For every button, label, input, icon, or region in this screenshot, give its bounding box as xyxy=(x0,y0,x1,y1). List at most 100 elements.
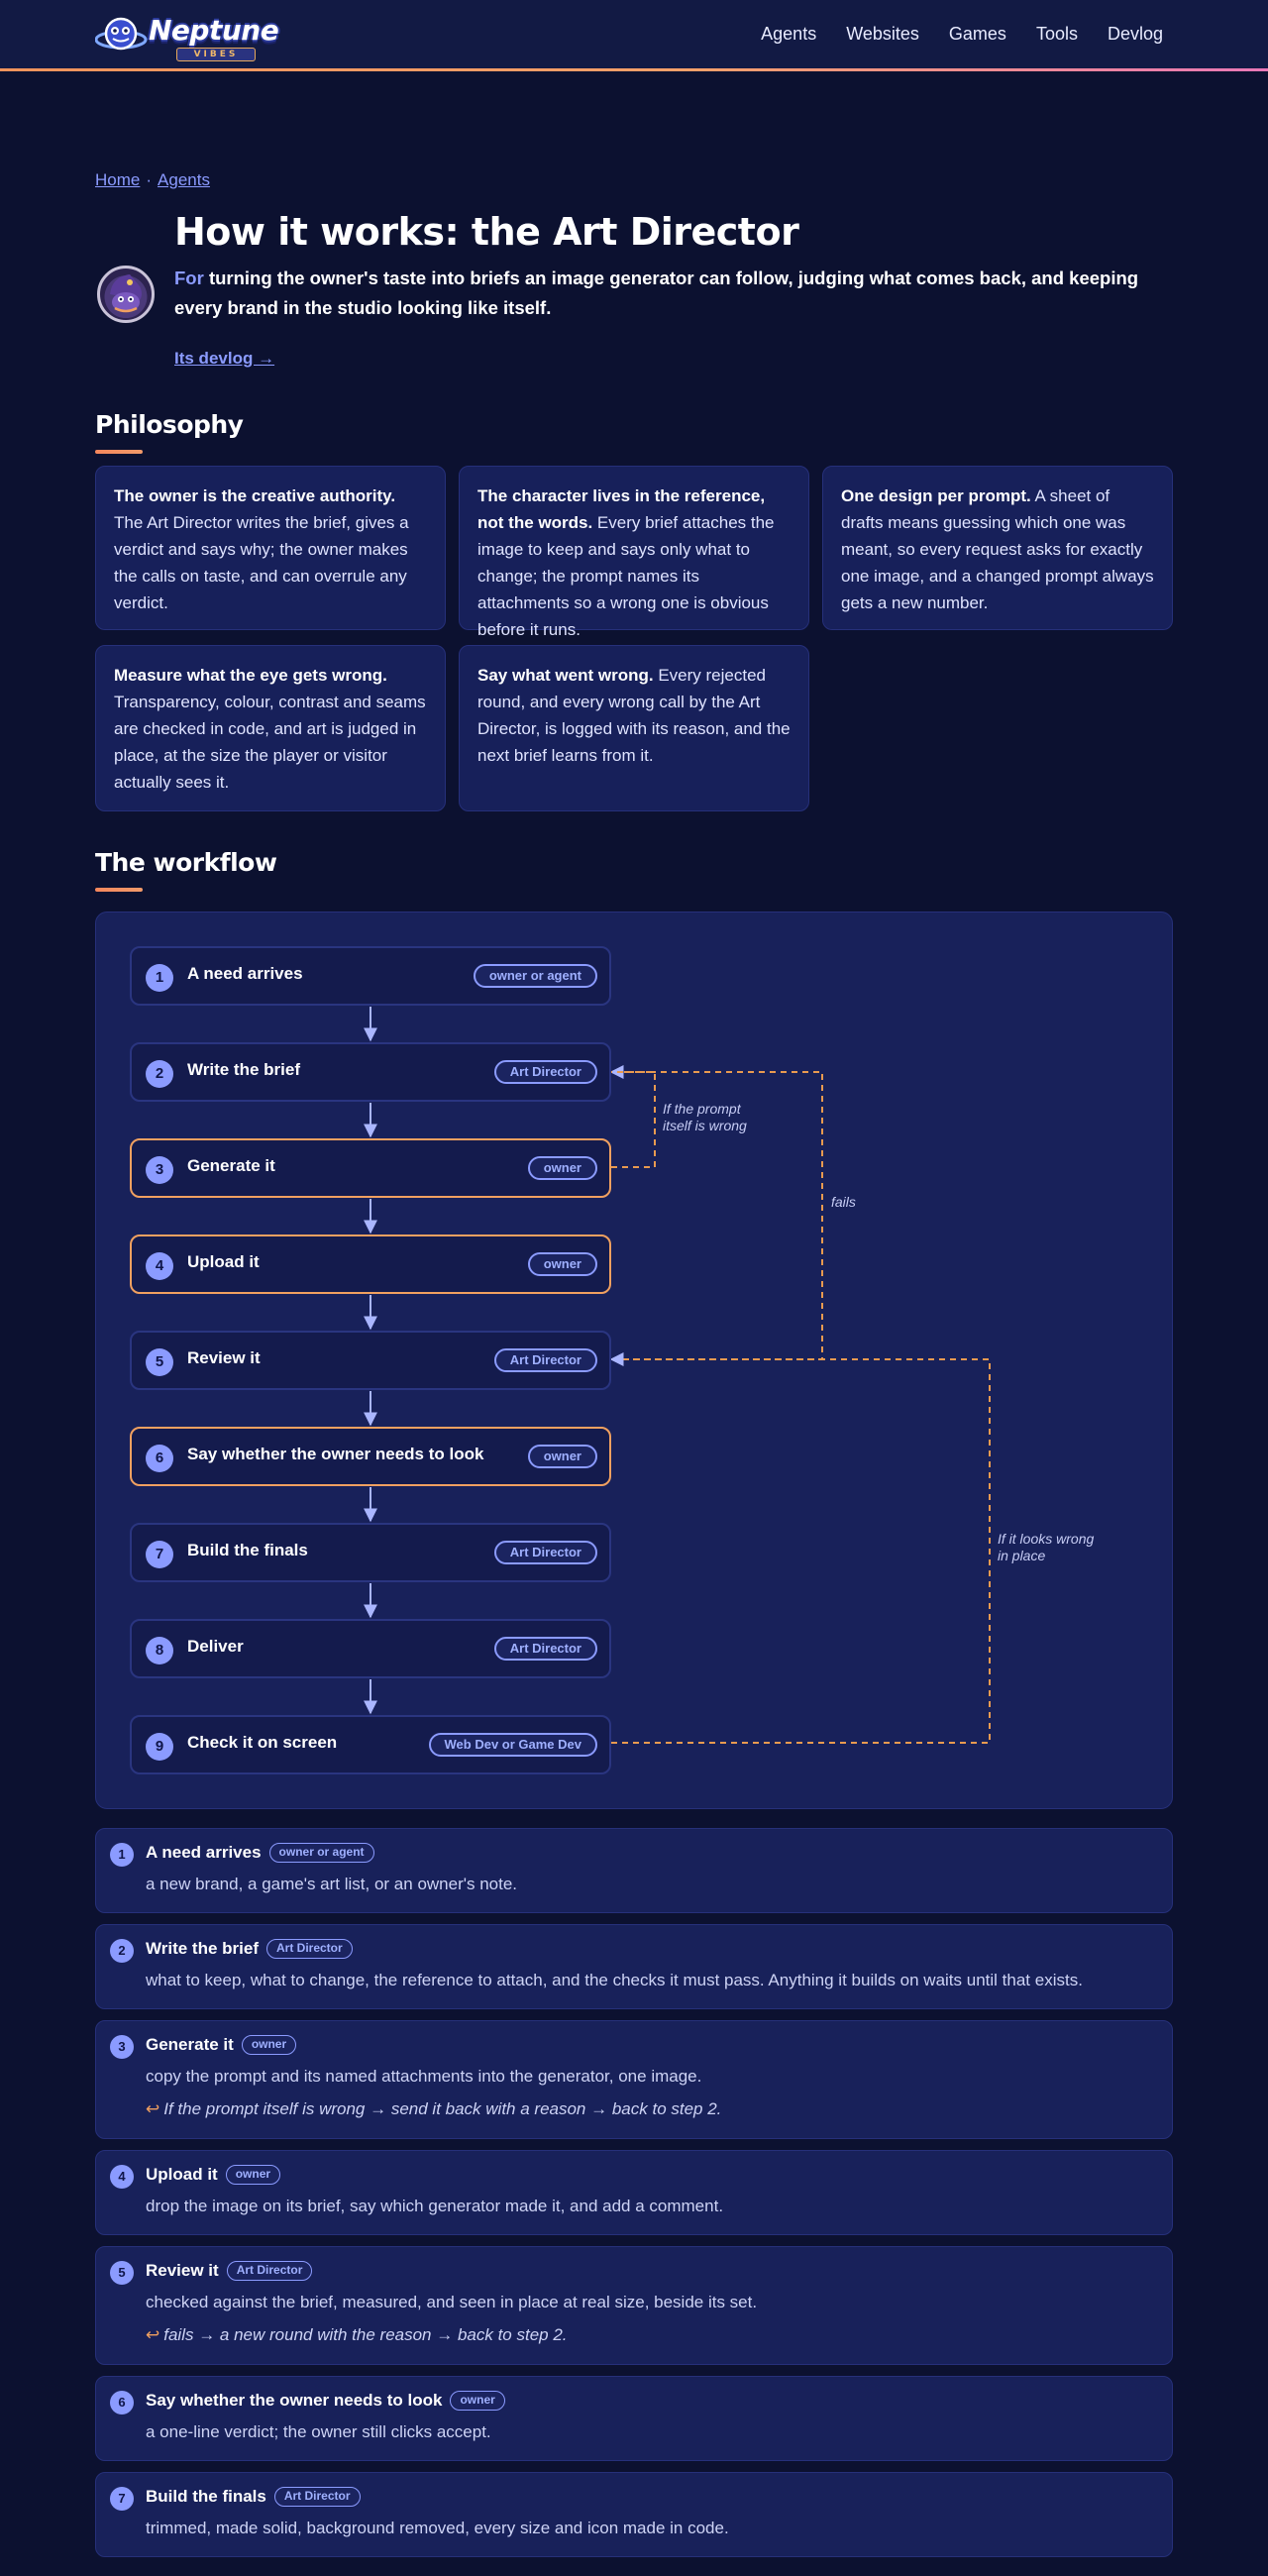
loop-back-icon: ↩ xyxy=(146,2099,160,2118)
step-detail-row: 6 Say whether the owner needs to look owne… xyxy=(95,2376,1173,2461)
philosophy-card: Say what went wrong. Every rejected roun… xyxy=(459,645,809,811)
workflow-heading: The workflow xyxy=(95,848,277,877)
step-label: Deliver xyxy=(187,1637,244,1656)
philosophy-card: One design per prompt. A sheet of drafts… xyxy=(822,466,1173,630)
detail-title: Generate it owner xyxy=(146,2035,297,2055)
step-label: Build the finals xyxy=(187,1541,308,1559)
lead-for: For xyxy=(174,268,204,288)
main-nav: Agents Websites Games Tools Devlog xyxy=(761,24,1163,45)
card-text: The Art Director writes the brief, gives… xyxy=(114,513,409,612)
breadcrumb: Home · Agents xyxy=(95,170,210,190)
loop-fails xyxy=(611,1071,823,1360)
step-number: 6 xyxy=(146,1445,173,1472)
nav-link-devlog[interactable]: Devlog xyxy=(1107,24,1163,44)
detail-title-text: Upload it xyxy=(146,2165,218,2184)
detail-title: Review it Art Director xyxy=(146,2261,313,2281)
step-label: A need arrives xyxy=(187,964,303,983)
step-label: Generate it xyxy=(187,1156,275,1175)
note-looks-wrong: If it looks wrong in place xyxy=(998,1531,1094,1564)
site-logo[interactable]: Neptune VIBES xyxy=(95,8,283,63)
detail-text: checked against the brief, measured, and… xyxy=(146,2293,758,2311)
step-number: 3 xyxy=(146,1156,173,1184)
philosophy-card: The character lives in the reference, no… xyxy=(459,466,809,639)
card-text: Every rejected round, and every wrong ca… xyxy=(477,666,791,765)
detail-role-badge: Art Director xyxy=(273,2487,361,2507)
detail-title-text: Review it xyxy=(146,2261,219,2280)
note-fails: fails xyxy=(831,1194,856,1210)
card-bold: Say what went wrong. xyxy=(477,666,654,685)
step-label: Upload it xyxy=(187,1252,260,1271)
detail-loop-text: fails → a new round with the reason → ba… xyxy=(163,2325,568,2344)
workflow-step: 3 Generate it owner xyxy=(130,1138,611,1198)
nav-link-agents[interactable]: Agents xyxy=(761,24,817,44)
art-director-avatar xyxy=(97,266,155,323)
detail-title: Upload it owner xyxy=(146,2165,281,2185)
note-line: If it looks wrong xyxy=(998,1531,1095,1547)
note-line: in place xyxy=(998,1548,1046,1563)
step-number: 7 xyxy=(146,1541,173,1568)
nav-link-websites[interactable]: Websites xyxy=(846,24,919,44)
devlog-link[interactable]: Its devlog → xyxy=(174,349,275,368)
philosophy-card: The owner is the creative authority. The… xyxy=(95,466,446,630)
detail-text: what to keep, what to change, the refere… xyxy=(146,1971,1083,1989)
detail-role-badge: owner xyxy=(241,2035,297,2055)
detail-title-text: Build the finals xyxy=(146,2487,266,2506)
detail-title-text: A need arrives xyxy=(146,1843,262,1862)
detail-title: A need arrives owner or agent xyxy=(146,1843,374,1863)
planet-logo-icon xyxy=(95,17,148,51)
detail-role-badge: owner xyxy=(225,2165,281,2185)
detail-title-text: Generate it xyxy=(146,2035,234,2054)
nav-link-tools[interactable]: Tools xyxy=(1035,24,1078,44)
workflow-connectors xyxy=(364,1007,991,1744)
step-number: 1 xyxy=(146,964,173,992)
workflow-step: 7 Build the finals Art Director xyxy=(130,1523,611,1582)
detail-step-number: 6 xyxy=(110,2391,134,2415)
detail-text: a one-line verdict; the owner still clic… xyxy=(146,2422,491,2441)
card-text: Every brief attaches the image to keep a… xyxy=(477,513,775,639)
detail-title: Build the finals Art Director xyxy=(146,2487,361,2507)
philosophy-heading: Philosophy xyxy=(95,410,244,439)
loop-looks-wrong xyxy=(609,1352,991,1744)
detail-loop-text: If the prompt itself is wrong → send it … xyxy=(163,2099,722,2118)
detail-role-badge: Art Director xyxy=(226,2261,313,2281)
step-role-badge: owner xyxy=(527,1156,597,1180)
loop-back-icon: ↩ xyxy=(146,2325,160,2344)
step-label: Check it on screen xyxy=(187,1733,338,1752)
step-role-badge: owner xyxy=(527,1445,597,1468)
step-number: 8 xyxy=(146,1637,173,1664)
step-role-badge: Art Director xyxy=(493,1541,597,1564)
detail-title-text: Say whether the owner needs to look xyxy=(146,2391,443,2410)
step-number: 9 xyxy=(146,1733,173,1761)
step-label: Write the brief xyxy=(187,1060,300,1079)
detail-text: drop the image on its brief, say which g… xyxy=(146,2197,724,2215)
detail-role-badge: owner or agent xyxy=(268,1843,374,1863)
detail-role-badge: Art Director xyxy=(265,1939,353,1959)
breadcrumb-separator: · xyxy=(146,170,153,189)
nav-link-games[interactable]: Games xyxy=(948,24,1006,44)
detail-role-badge: owner xyxy=(450,2391,505,2411)
step-role-badge: Art Director xyxy=(493,1637,597,1661)
note-line: If the prompt xyxy=(663,1101,741,1117)
breadcrumb-home[interactable]: Home xyxy=(95,170,141,189)
logo-wordmark: Neptune xyxy=(149,14,279,47)
page-lead: For turning the owner's taste into brief… xyxy=(174,264,1165,323)
note-line: itself is wrong xyxy=(663,1118,747,1133)
breadcrumb-agents[interactable]: Agents xyxy=(158,170,210,189)
card-text: Transparency, colour, contrast and seams… xyxy=(114,693,426,792)
logo-subtitle: VIBES xyxy=(176,48,256,61)
detail-title-text: Write the brief xyxy=(146,1939,259,1958)
step-label: Review it xyxy=(187,1348,261,1367)
step-role-badge: Web Dev or Game Dev xyxy=(428,1733,597,1757)
detail-text: a new brand, a game's art list, or an ow… xyxy=(146,1875,518,1893)
step-number: 2 xyxy=(146,1060,173,1088)
workflow-underline xyxy=(95,888,143,892)
